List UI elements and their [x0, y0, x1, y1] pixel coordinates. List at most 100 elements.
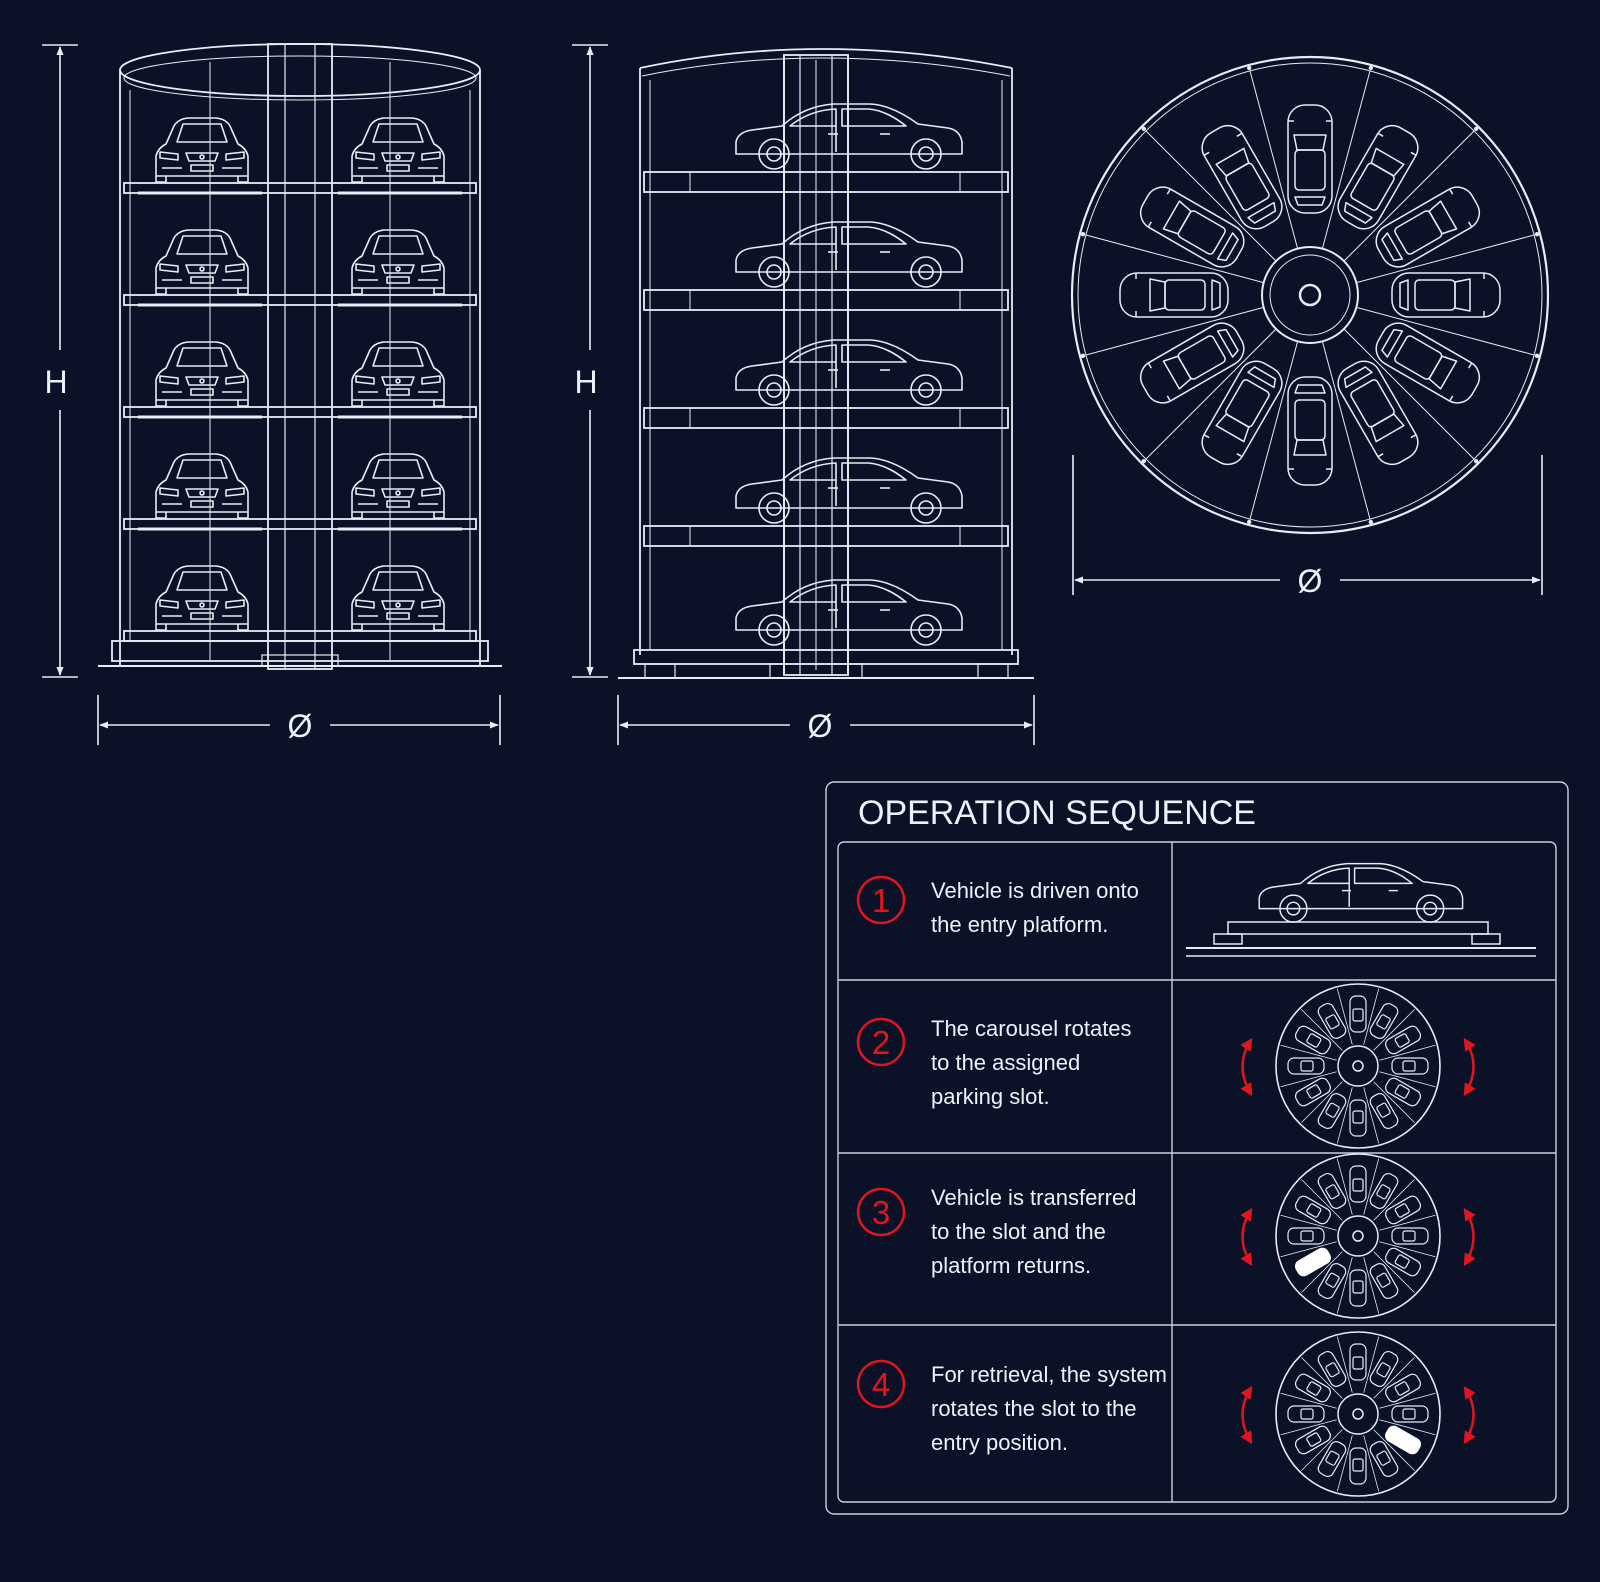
mini-slot-divider: [1301, 1081, 1343, 1123]
slot-divider: [1321, 341, 1371, 520]
step-1-row: 1 Vehicle is driven onto the entry platf…: [856, 862, 1536, 957]
mini-slot-divider: [1373, 1009, 1415, 1051]
front-view-floors: [123, 182, 477, 642]
plan-view-slot-dividers: [1085, 70, 1535, 520]
slot-divider: [1145, 328, 1277, 460]
mini-slot-car: [1349, 1447, 1367, 1485]
step-2-rotate-right-icon: [1463, 1037, 1476, 1097]
mini-slot-car: [1287, 1227, 1325, 1245]
plan-view-diameter-label: Ø: [1298, 563, 1323, 599]
operation-sequence-table: [837, 841, 1557, 1503]
mini-slot-car: [1287, 1405, 1325, 1423]
mini-slot-divider: [1379, 1241, 1436, 1258]
plan-view-hub: [1261, 246, 1359, 344]
mini-slot-divider: [1301, 1251, 1343, 1293]
slot-divider: [1356, 234, 1535, 284]
mini-slot-divider: [1373, 1429, 1415, 1471]
side-view-top-arc: [639, 48, 1013, 69]
side-view-cars: [735, 103, 963, 646]
mini-carousel-ring: [1275, 1331, 1441, 1497]
slot-divider: [1145, 130, 1277, 262]
mini-slot-car: [1349, 1269, 1367, 1307]
step-3-row: 3 Vehicle is transferred to the slot and…: [856, 1153, 1476, 1319]
step-2-description: The carousel rotates to the assigned par…: [931, 1016, 1138, 1109]
mini-slot-divider: [1373, 1251, 1415, 1293]
mini-slot-car: [1391, 1227, 1429, 1245]
mini-slot-divider: [1301, 1009, 1343, 1051]
front-view-diameter-dimension: [97, 695, 501, 745]
mini-slot-divider: [1301, 1429, 1343, 1471]
step-3-number: 3: [872, 1194, 890, 1231]
mini-slot-car: [1349, 1343, 1367, 1381]
side-view-height-dimension: [572, 44, 608, 678]
step-3-number-badge: [856, 1187, 906, 1237]
mini-slot-divider: [1280, 1392, 1337, 1409]
rim-bolt: [1368, 65, 1373, 71]
mini-slot-divider: [1363, 988, 1380, 1045]
operation-sequence-title: OPERATION SEQUENCE: [858, 794, 1256, 832]
parking-slot-car: [1119, 272, 1229, 318]
mini-slot-divider: [1336, 1336, 1353, 1393]
side-view-floors: [643, 171, 1009, 547]
step-4-carousel-illustration: [1275, 1331, 1441, 1497]
mini-slot-car: [1349, 995, 1367, 1033]
mini-slot-divider: [1336, 988, 1353, 1045]
slot-divider: [1343, 130, 1475, 262]
step-2-row: 2 The carousel rotates to the assigned p…: [856, 983, 1476, 1149]
operation-sequence-panel: OPERATION SEQUENCE: [825, 781, 1569, 1515]
mini-slot-divider: [1363, 1257, 1380, 1314]
mini-carousel-hub-center: [1352, 1230, 1364, 1242]
mini-slot-car: [1287, 1057, 1325, 1075]
front-view-height-label: H: [44, 364, 67, 400]
mini-slot-divider: [1280, 1071, 1337, 1088]
parking-slot-car: [1391, 272, 1501, 318]
mini-slot-divider: [1373, 1357, 1415, 1399]
plan-view-hub-center: [1298, 283, 1322, 307]
slot-divider: [1249, 70, 1299, 249]
step-3-carousel-illustration: [1275, 1153, 1441, 1319]
mini-slot-divider: [1336, 1435, 1353, 1492]
side-elevation-view: [618, 48, 1034, 679]
step-3-rotate-left-icon: [1240, 1207, 1253, 1267]
mini-slot-divider: [1379, 1214, 1436, 1231]
step-4-row: 4 For retrieval, the system rotates the …: [856, 1331, 1476, 1497]
step-4-rotate-right-icon: [1463, 1385, 1476, 1445]
rim-bolt: [1534, 353, 1540, 358]
side-view-diameter-dimension: [617, 695, 1035, 745]
rim-bolt: [1368, 519, 1373, 525]
mini-slot-divider: [1301, 1357, 1343, 1399]
front-view-height-dimension: [42, 44, 78, 678]
step-4-number: 4: [872, 1366, 890, 1403]
front-view-central-mast: [267, 43, 333, 670]
step-1-number-badge: [856, 875, 906, 925]
mini-slot-divider: [1301, 1179, 1343, 1221]
step-2-carousel-illustration: [1275, 983, 1441, 1149]
slot-divider: [1085, 306, 1264, 356]
rim-bolt: [1474, 459, 1479, 464]
mini-slot-car: [1391, 1057, 1429, 1075]
mini-slot-divider: [1363, 1435, 1380, 1492]
rim-bolt: [1080, 232, 1086, 237]
slot-divider: [1321, 70, 1371, 249]
slot-divider: [1249, 341, 1299, 520]
step-1-number: 1: [872, 882, 890, 919]
mini-carousel-ring: [1275, 983, 1441, 1149]
mini-slot-divider: [1373, 1179, 1415, 1221]
front-view-base: [111, 640, 489, 662]
mini-carousel-hub-center: [1352, 1408, 1364, 1420]
rim-bolt: [1534, 232, 1540, 237]
step-3-description: Vehicle is transferred to the slot and t…: [931, 1185, 1143, 1278]
mini-slot-divider: [1363, 1087, 1380, 1144]
step-2-number: 2: [872, 1024, 890, 1061]
front-view-cars: [155, 117, 445, 631]
side-view-height-label: H: [574, 364, 597, 400]
mini-carousel-ring: [1275, 1153, 1441, 1319]
step-4-description: For retrieval, the system rotates the sl…: [931, 1362, 1173, 1455]
side-view-base: [633, 649, 1019, 665]
slot-divider: [1343, 328, 1475, 460]
parking-slot-car: [1287, 104, 1333, 214]
rim-bolt: [1247, 519, 1252, 525]
slot-divider: [1085, 234, 1264, 284]
mini-slot-divider: [1373, 1081, 1415, 1123]
